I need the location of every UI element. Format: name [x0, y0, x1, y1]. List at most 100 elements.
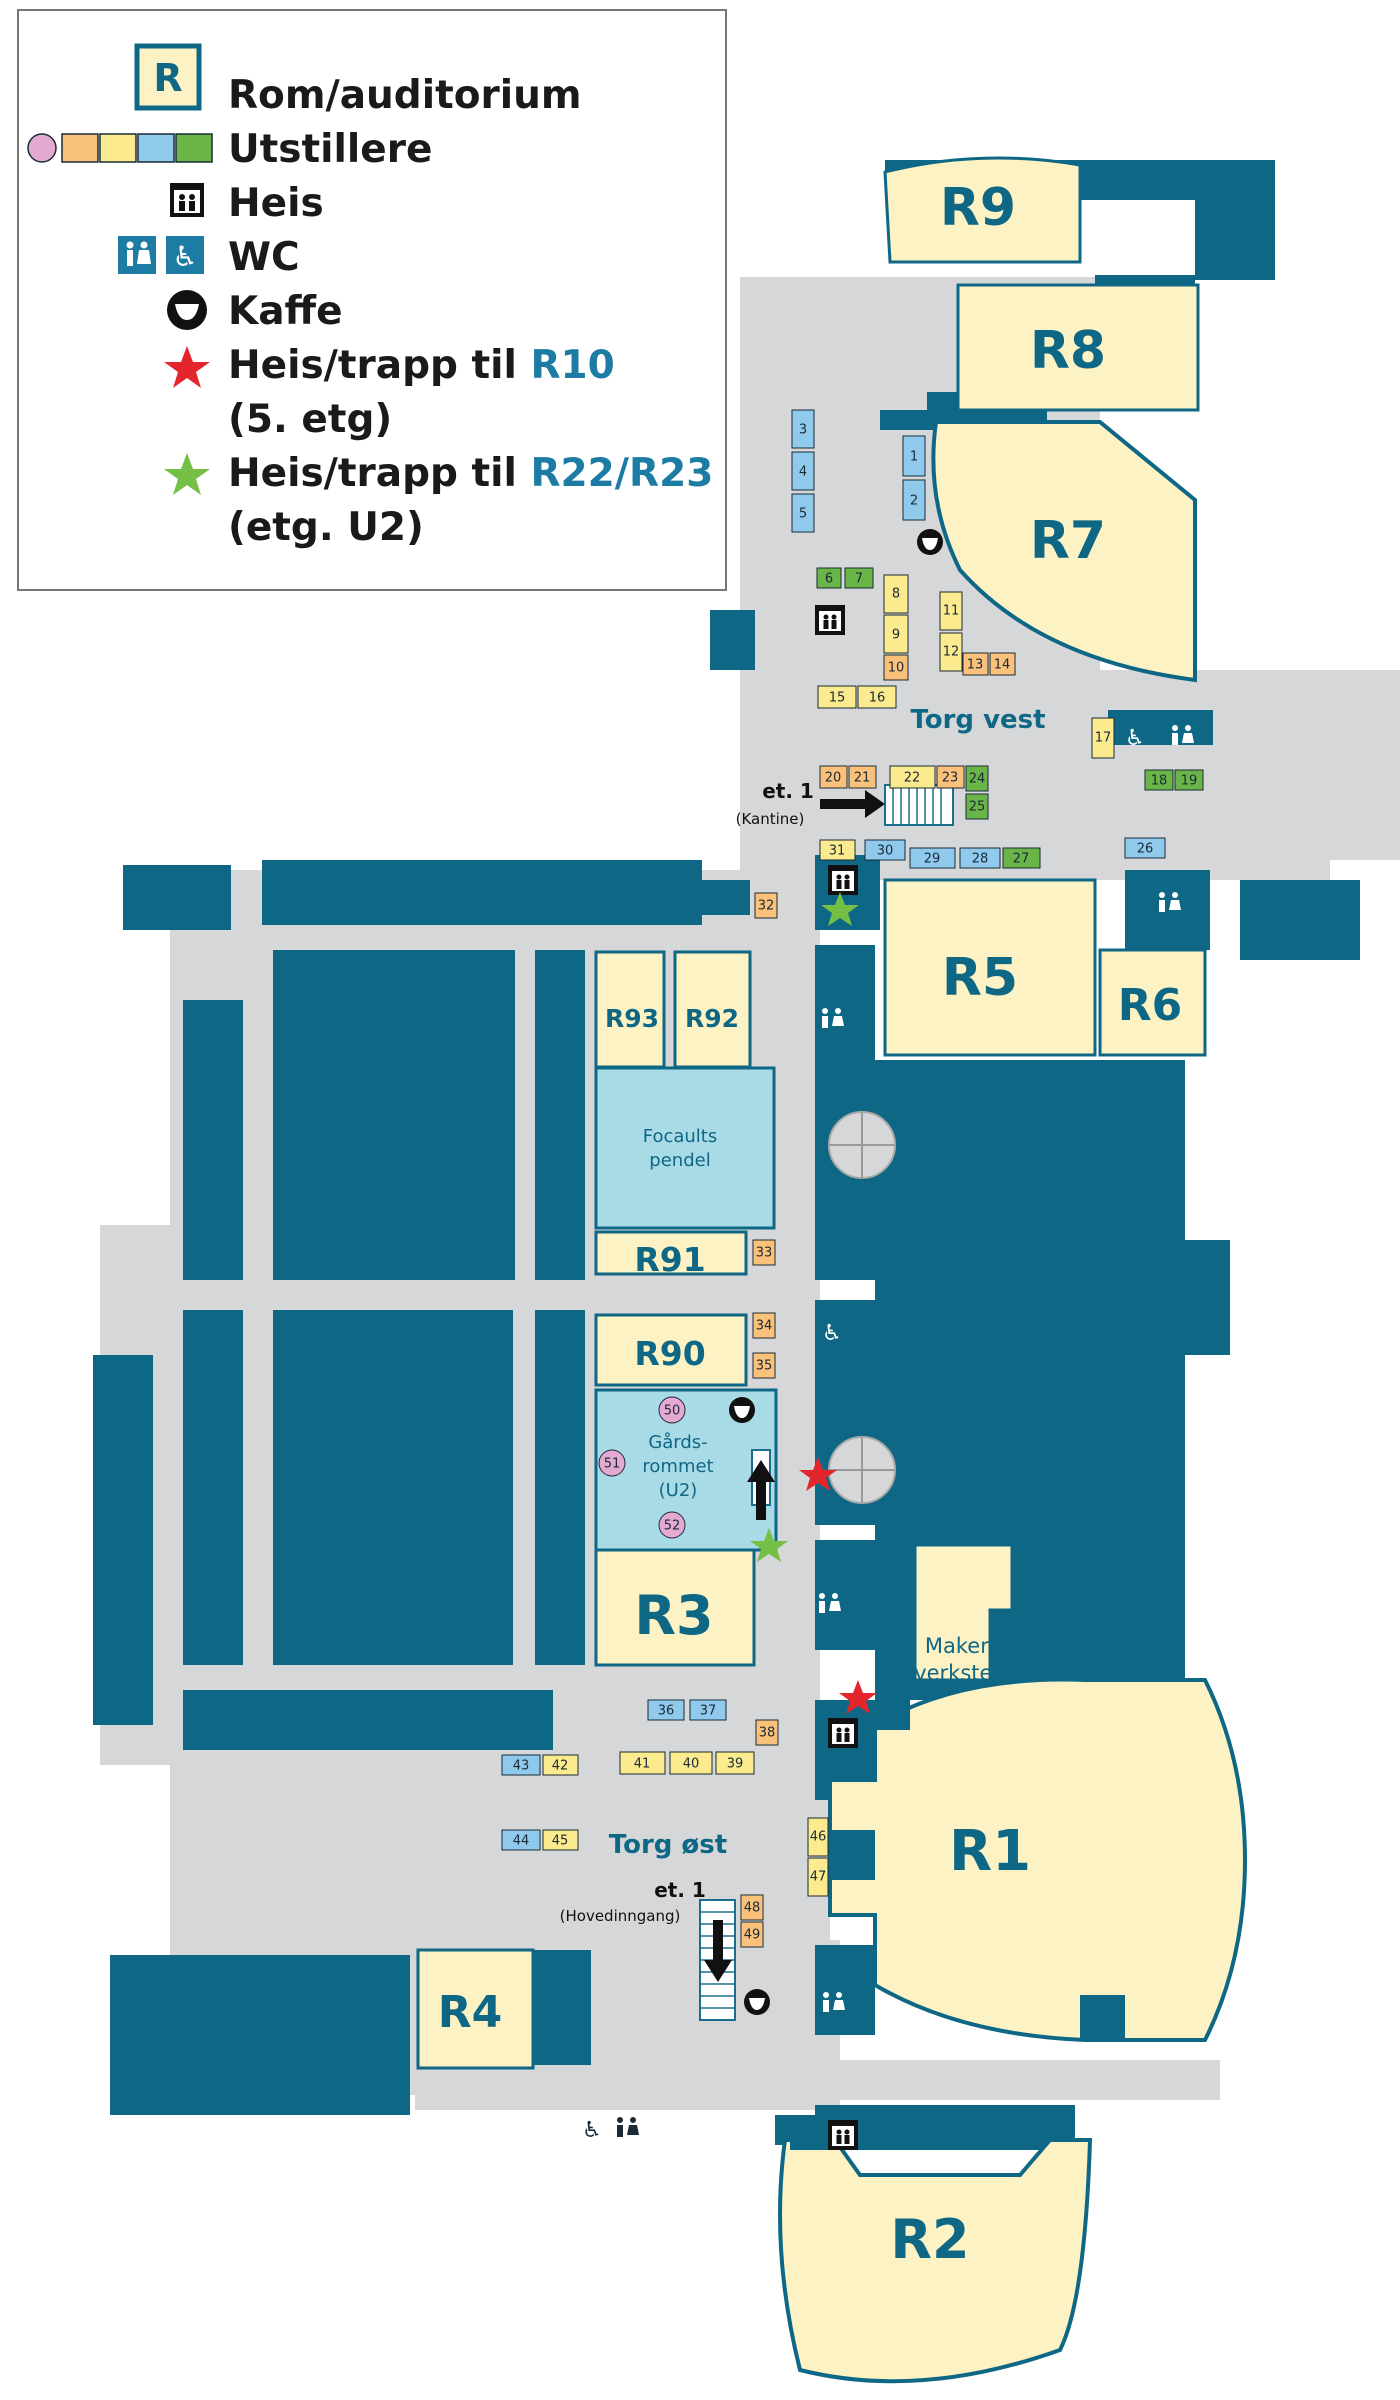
- foucault-label-1: Focaults: [643, 1126, 718, 1147]
- elevator-icon: [828, 1718, 858, 1748]
- room-r7-label: R7: [1030, 511, 1106, 571]
- legend-r10-prefix: Heis/trapp til: [228, 343, 530, 388]
- west-wing-blocks: [183, 950, 515, 1665]
- foucault-pendulum-room[interactable]: [594, 1066, 776, 1230]
- wc-icon: [1159, 892, 1181, 912]
- room-r92[interactable]: [673, 950, 752, 1069]
- legend-r10-room: R10: [530, 343, 614, 388]
- legend-exhibitors-label: Utstillere: [228, 127, 432, 172]
- booth-22: [889, 765, 936, 789]
- west-corridors: [153, 925, 595, 1690]
- svg-text:5: 5: [799, 507, 807, 522]
- booth-10: [883, 654, 909, 681]
- booth-7: [844, 567, 874, 589]
- svg-text:26: 26: [1137, 842, 1154, 857]
- room-r4[interactable]: [416, 1948, 535, 2070]
- room-r93-label: R93: [605, 1004, 659, 1033]
- rooms-layer: [416, 156, 1248, 2384]
- svg-text:27: 27: [1013, 852, 1030, 867]
- room-r2[interactable]: [778, 2138, 1093, 2384]
- svg-text:1: 1: [910, 450, 918, 465]
- torg-ost-label: Torg øst: [609, 1830, 727, 1860]
- booth-45: [542, 1829, 579, 1851]
- arrow-down-icon: [704, 1920, 732, 1982]
- booth-37: [689, 1699, 727, 1721]
- accessible-icon: ♿: [166, 236, 204, 274]
- maker-label-2: verksted: [914, 1661, 1006, 1685]
- elevator-icon: [170, 183, 204, 217]
- floor-label-top: et. 1: [762, 779, 814, 803]
- wc-icon: [823, 1992, 845, 2012]
- booth-40: [669, 1751, 713, 1775]
- maker-workshop[interactable]: [913, 1543, 1014, 1682]
- elevator-icon: [828, 865, 858, 895]
- booth-12: [939, 632, 963, 672]
- svg-text:37: 37: [700, 1704, 717, 1719]
- booth-28: [959, 847, 1001, 869]
- booth-4: [791, 451, 815, 491]
- star-green-icon: [164, 453, 210, 495]
- booth-47: [807, 1857, 829, 1897]
- svg-text:4: 4: [799, 465, 807, 480]
- courtyard-label-2: rommet: [642, 1456, 713, 1477]
- room-r1[interactable]: [828, 1677, 1248, 2042]
- svg-text:13: 13: [967, 658, 984, 673]
- booth-20: [819, 765, 848, 789]
- room-r5-label: R5: [942, 948, 1018, 1008]
- room-r8[interactable]: [956, 283, 1200, 412]
- svg-text:28: 28: [972, 852, 989, 867]
- room-r91-label: R91: [634, 1240, 705, 1279]
- legend-r22-line: Heis/trapp til R22/R23: [228, 451, 713, 496]
- svg-text:34: 34: [756, 1319, 773, 1334]
- room-r6[interactable]: [1098, 948, 1207, 1057]
- booth-17: [1091, 717, 1115, 759]
- booth-24: [965, 765, 989, 792]
- svg-text:22: 22: [904, 771, 921, 786]
- svg-text:31: 31: [829, 844, 846, 859]
- room-r7[interactable]: [931, 420, 1197, 683]
- legend-elevator-label: Heis: [228, 181, 324, 226]
- booth-8: [883, 574, 909, 614]
- svg-text:2: 2: [910, 494, 918, 509]
- arrow-right-icon: [820, 790, 885, 818]
- room-r5[interactable]: [883, 878, 1097, 1057]
- svg-text:16: 16: [869, 691, 886, 706]
- svg-text:24: 24: [969, 772, 986, 787]
- room-r9[interactable]: [883, 156, 1082, 264]
- booth-3: [791, 409, 815, 449]
- booth-39: [715, 1751, 755, 1775]
- booth-numbers: 3 4 5 1 2 6 7 8 9 10 11 12 13 14 15 16 1…: [513, 423, 1198, 1943]
- svg-text:15: 15: [829, 691, 846, 706]
- svg-text:7: 7: [855, 572, 863, 587]
- svg-text:46: 46: [810, 1830, 827, 1845]
- booth-16: [857, 685, 897, 709]
- svg-text:14: 14: [994, 658, 1011, 673]
- legend: R Rom/auditorium Utstillere Heis ♿ W: [17, 9, 727, 591]
- booth-38: [755, 1719, 779, 1746]
- room-r90[interactable]: [594, 1313, 748, 1387]
- accessible-icon: ♿: [1125, 726, 1145, 751]
- room-r91[interactable]: [594, 1230, 748, 1276]
- booth-31: [819, 839, 856, 861]
- star-red-icon: [164, 346, 210, 388]
- accessible-icon: ♿: [822, 1321, 842, 1346]
- room-r90-label: R90: [634, 1334, 705, 1373]
- svg-text:20: 20: [825, 771, 842, 786]
- star-red-icon: [799, 1457, 837, 1491]
- booth-43: [501, 1754, 541, 1776]
- room-r1-label: R1: [949, 1819, 1031, 1884]
- svg-text:17: 17: [1095, 731, 1112, 746]
- booth-5: [791, 493, 815, 533]
- room-r93[interactable]: [594, 950, 666, 1069]
- booth-35: [752, 1352, 776, 1379]
- wc-icon: [617, 2117, 639, 2137]
- elevator-icon: [815, 605, 845, 635]
- room-r3[interactable]: [594, 1548, 756, 1667]
- svg-text:18: 18: [1151, 774, 1168, 789]
- legend-r22-room: R22/R23: [530, 451, 713, 496]
- booth-25: [965, 793, 989, 820]
- coffee-icon: [167, 290, 207, 330]
- svg-text:21: 21: [854, 771, 871, 786]
- booth-14: [989, 652, 1016, 676]
